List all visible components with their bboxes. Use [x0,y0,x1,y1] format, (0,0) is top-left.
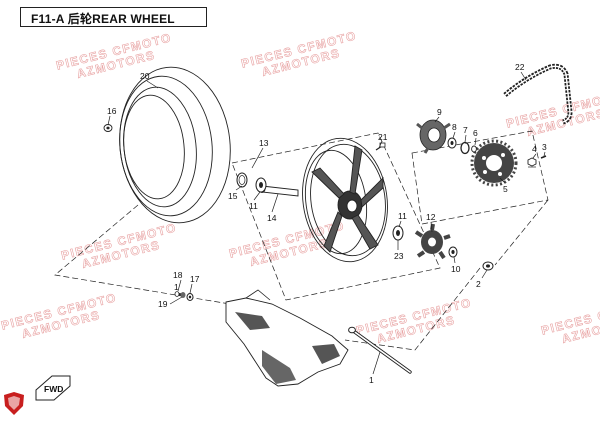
fwd-label: FWD [44,384,63,394]
collar [448,246,458,258]
valve-cap [103,124,113,132]
callout-1: 1 [369,375,374,385]
rear-sprocket [470,139,518,187]
callout-14: 14 [267,213,277,223]
callout-19: 19 [158,299,168,309]
swing-arm [225,289,349,387]
tire-to-swingarm-outline [54,204,246,305]
callout-15: 15 [228,191,238,201]
sprocket-to-nut-outline [494,199,549,266]
hub-bearing [447,137,457,149]
callout-21: 21 [378,132,388,142]
callout-11-left: 11 [249,201,258,211]
callout-18: 18 [173,270,183,280]
axle-nut-outline [344,267,481,351]
callout-20: 20 [140,71,150,81]
oil-seal [236,172,248,188]
tire [119,66,231,224]
sprocket-stud [540,155,547,159]
chain-adjuster-plate [180,292,186,298]
callout-5: 5 [503,184,508,194]
diagram-title: F11-A 后轮REAR WHEEL [31,12,175,26]
callout-numbers: 20 16 13 15 11 14 21 11 23 12 10 9 8 7 6… [107,62,547,385]
callout-16: 16 [107,106,117,116]
fwd-badge: FWD [35,375,71,401]
rim [302,137,388,263]
callout-12: 12 [426,212,436,222]
logo-shield-icon [4,392,24,415]
callout-7: 7 [463,125,468,135]
callout-13: 13 [259,138,269,148]
callout-9: 9 [437,107,442,117]
callout-23: 23 [394,251,404,261]
bearing-right [392,225,404,241]
callout-4: 4 [532,144,537,154]
callout-11-right: 11 [398,211,407,221]
rear-axle [348,326,412,374]
diagram-title-box: F11-A 后轮REAR WHEEL [20,7,207,27]
callout-6: 6 [473,128,478,138]
bearing-left [255,177,267,193]
sprocket-nut [527,157,537,168]
sprocket-bolt [471,145,477,153]
callout-2: 2 [476,279,481,289]
callout-3: 3 [542,142,547,152]
callout-10: 10 [451,264,461,274]
callout-17: 17 [190,274,200,284]
sprocket-hub [416,119,451,154]
callout-8: 8 [452,122,457,132]
hub-group-outline [231,132,441,301]
leader-lines [107,71,546,375]
drive-chain [503,63,573,125]
chain-adjuster-nut [186,293,194,301]
callout-1-small: 1 [174,282,179,292]
cush-drive-damper [414,223,451,260]
callout-22: 22 [515,62,525,72]
axle-nut [482,261,494,271]
circlip [460,141,470,155]
